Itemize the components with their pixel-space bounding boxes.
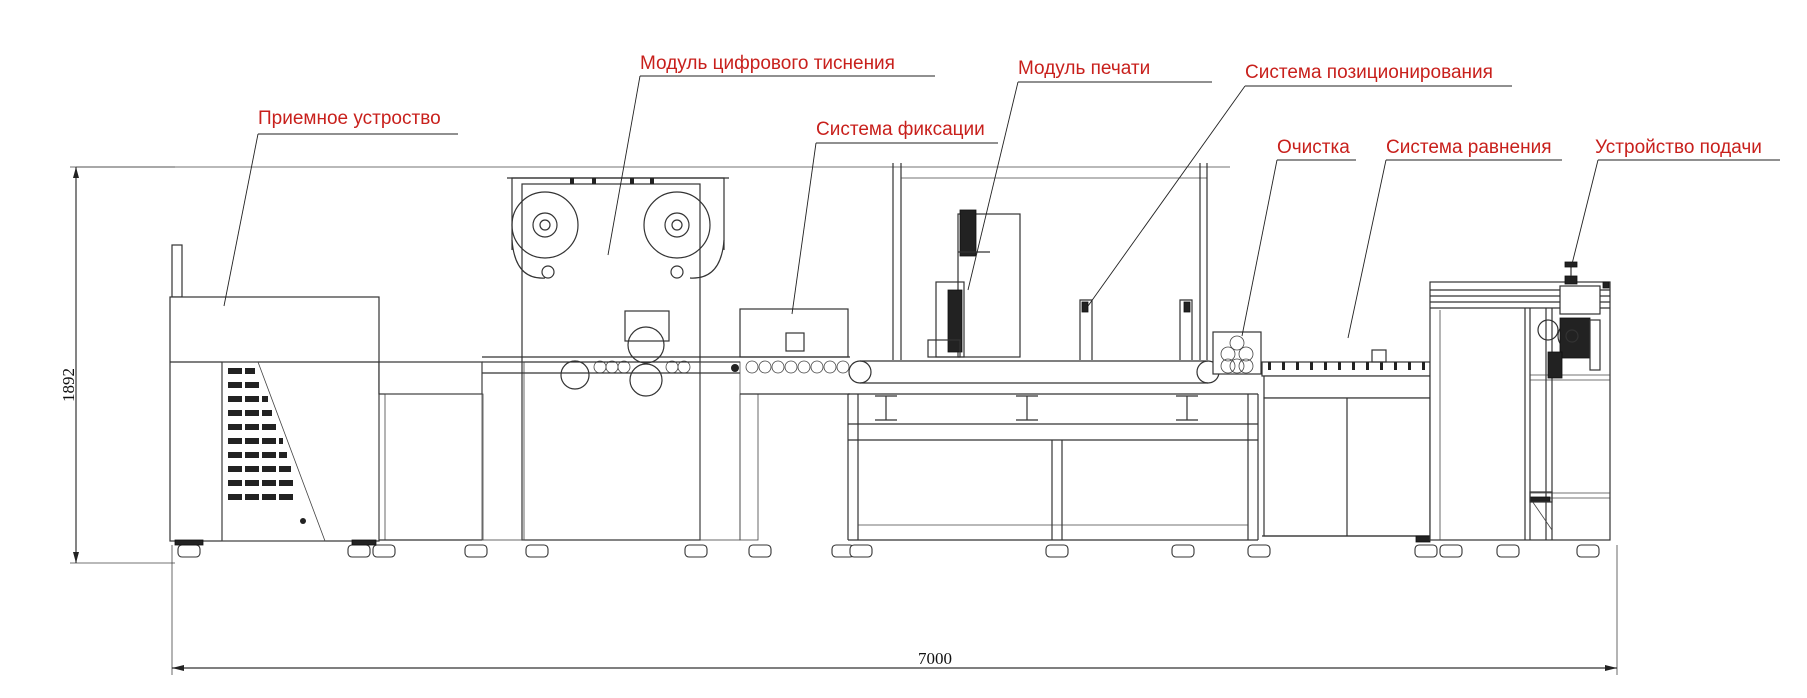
- vent-slots: [228, 368, 293, 500]
- leader-lines: [223, 75, 1780, 339]
- feeder-unit-label: Устройство подачи: [1595, 137, 1762, 158]
- cleaning-unit: [1212, 331, 1262, 375]
- main-conveyor: [847, 360, 1259, 541]
- printing-module-label: Модуль печати: [1018, 58, 1150, 79]
- receiving-unit-label: Приемное устроство: [258, 108, 441, 129]
- cleaning-label: Очистка: [1277, 137, 1350, 158]
- positioning-system-label: Система позиционирования: [1245, 62, 1493, 83]
- length-dimension: 7000: [171, 545, 1618, 675]
- length-value: 7000: [918, 649, 952, 668]
- machine-feet: [177, 544, 1600, 558]
- printing-frame: [892, 163, 1208, 360]
- fixation-system: [739, 308, 850, 541]
- alignment-system: [1261, 349, 1432, 543]
- embossing-module: [481, 177, 741, 541]
- receiving-unit: [169, 244, 380, 546]
- labels: Приемное устроство Модуль цифрового тисн…: [258, 53, 1762, 158]
- height-dimension: 1892: [59, 166, 175, 564]
- height-value: 1892: [59, 368, 78, 402]
- feeder-unit: [1429, 261, 1611, 541]
- embossing-module-label: Модуль цифрового тиснения: [640, 53, 895, 74]
- fixation-system-label: Система фиксации: [816, 119, 985, 140]
- conveyor-frame-1: [378, 361, 484, 541]
- alignment-system-label: Система равнения: [1386, 137, 1551, 158]
